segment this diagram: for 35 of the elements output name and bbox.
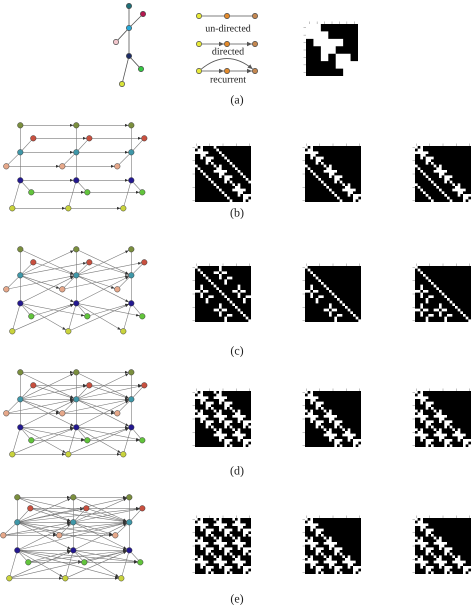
arrow	[202, 68, 224, 74]
node-circle	[224, 68, 230, 74]
node-circle	[126, 3, 132, 9]
connector-line	[128, 30, 130, 54]
node-circle	[224, 13, 230, 19]
node-circle	[126, 25, 132, 31]
connector-line	[130, 16, 142, 26]
node-circle	[113, 39, 119, 45]
panel-label: (c)	[230, 344, 244, 358]
connector-line	[122, 58, 129, 82]
panel-label: (e)	[230, 592, 244, 606]
edge-type-caption: recurrent	[210, 74, 246, 86]
node-circle	[138, 66, 144, 72]
node-circle	[196, 68, 202, 74]
panel-label: (b)	[230, 206, 244, 220]
node-circle	[140, 11, 146, 17]
curved-arrow	[200, 58, 254, 70]
panel-label: (a)	[230, 93, 244, 107]
connector-line	[128, 8, 130, 26]
connector-line	[118, 30, 128, 40]
arrow	[230, 68, 252, 74]
edge-type-caption: un-directed	[205, 24, 251, 34]
panel-label: (d)	[230, 464, 244, 478]
arrow	[202, 42, 224, 46]
node-circle	[119, 81, 125, 87]
edge-type-caption: directed	[212, 46, 244, 58]
node-circle	[252, 41, 258, 47]
node-circle	[196, 13, 202, 19]
connector-line	[130, 58, 140, 68]
arrow	[230, 42, 252, 46]
node-circle	[196, 41, 202, 47]
node-circle	[224, 41, 230, 47]
node-circle	[126, 53, 132, 59]
node-circle	[252, 68, 258, 74]
node-circle	[252, 13, 258, 19]
